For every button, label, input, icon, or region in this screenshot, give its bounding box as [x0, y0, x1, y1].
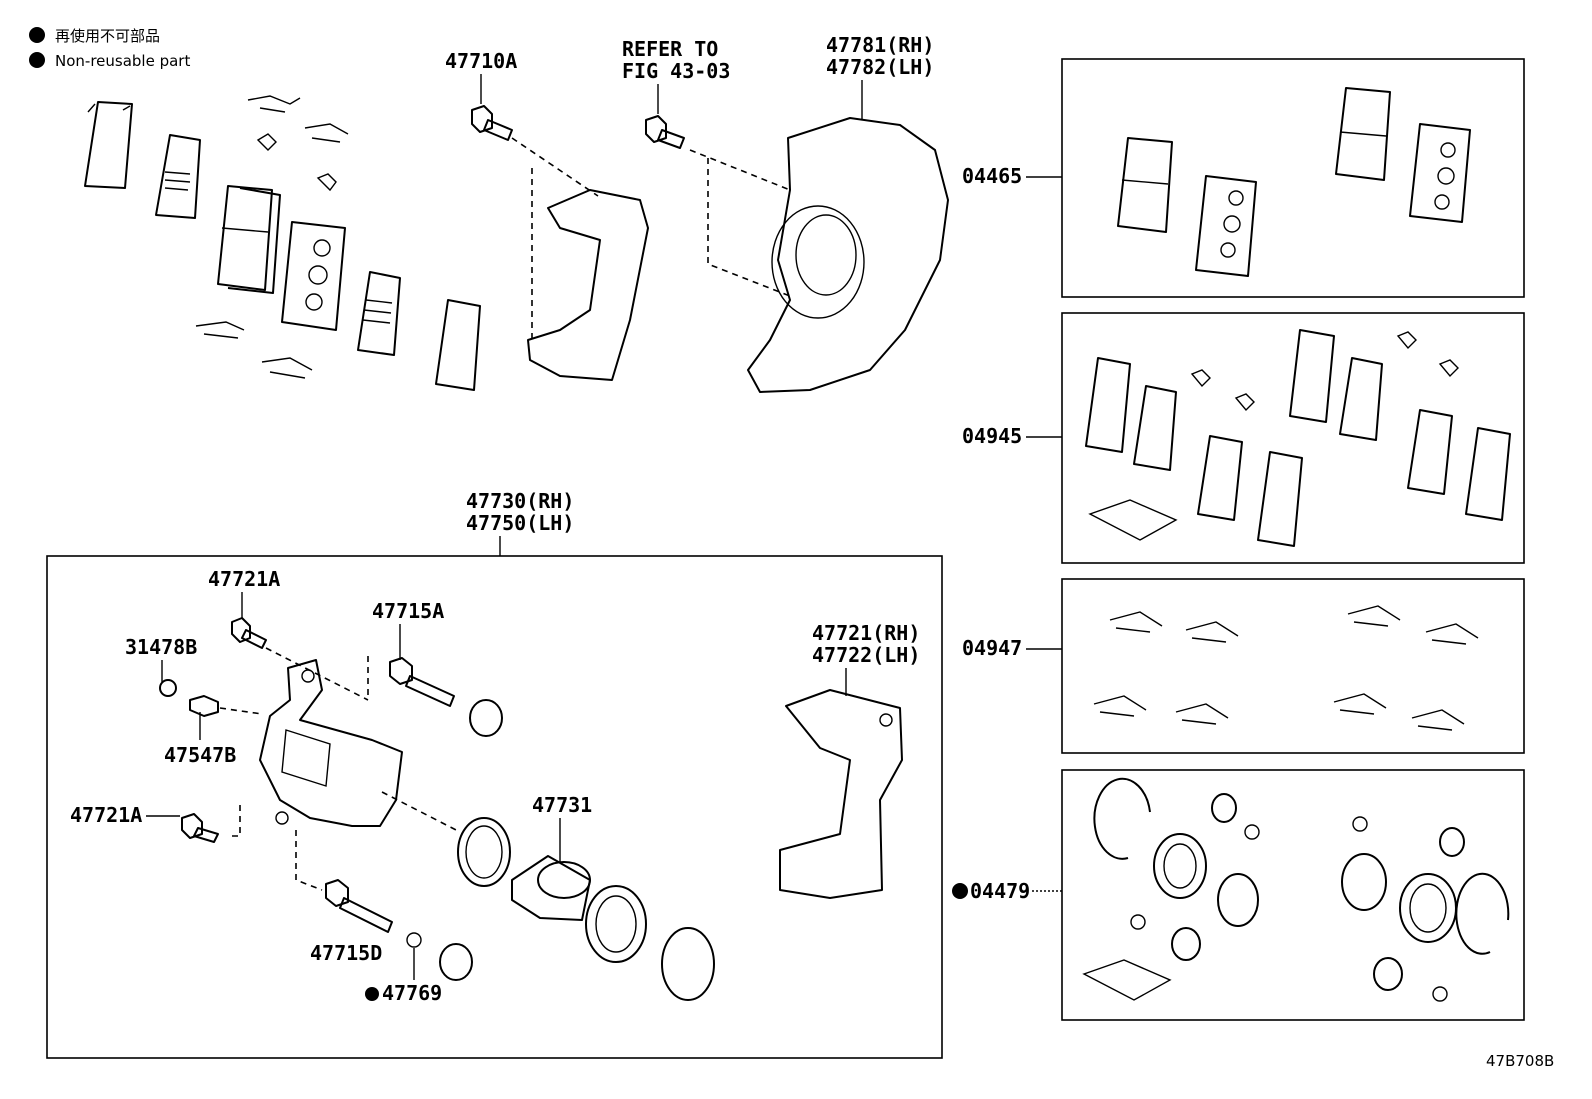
kit-04947-group: 04947 [962, 578, 1525, 754]
pad-shim-illustration [84, 95, 481, 391]
part-label-47715A: 47715A [372, 599, 444, 623]
legend-en-label: Non-reusable part [55, 52, 190, 70]
part-label-47750: 47750(LH) [466, 511, 574, 535]
kit-04479-group: 04479 [952, 769, 1525, 1021]
part-label-47721A-top: 47721A [208, 567, 280, 591]
legend-jp-label: 再使用不可部品 [55, 27, 160, 45]
kit-04947-frame [1061, 578, 1525, 754]
kit-04465-frame [1061, 58, 1525, 298]
part-label-47781: 47781(RH) [826, 33, 934, 57]
part-label-31478B: 31478B [125, 635, 197, 659]
kit-04945-frame [1061, 312, 1525, 564]
part-label-47710A: 47710A [445, 49, 517, 73]
kit-04479-frame [1061, 769, 1525, 1021]
part-label-47730: 47730(RH) [466, 489, 574, 513]
non-reusable-dot-icon [29, 27, 45, 43]
kit-label-04465: 04465 [962, 164, 1022, 188]
part-label-47769: 47769 [382, 981, 442, 1005]
part-label-47715D: 47715D [310, 941, 382, 965]
kit-label-04947: 04947 [962, 636, 1022, 660]
kit-label-04479: 04479 [970, 879, 1030, 903]
dust-cover-illustration [645, 115, 949, 393]
non-reusable-dot-icon [29, 52, 45, 68]
refer-label-line2: FIG 43-03 [622, 59, 730, 83]
legend: 再使用不可部品 Non-reusable part [29, 27, 190, 70]
mounting-bracket-illustration [471, 105, 649, 381]
caliper-illustration [159, 617, 903, 1001]
part-label-47547B: 47547B [164, 743, 236, 767]
non-reusable-dot-icon [952, 883, 968, 899]
figure-code: 47B708B [1486, 1052, 1554, 1070]
part-label-47731: 47731 [532, 793, 592, 817]
part-label-47721: 47721(RH) [812, 621, 920, 645]
kit-label-04945: 04945 [962, 424, 1022, 448]
refer-label-line1: REFER TO [622, 37, 718, 61]
part-label-47722: 47722(LH) [812, 643, 920, 667]
part-label-47721A-bottom: 47721A [70, 803, 142, 827]
non-reusable-dot-icon [365, 987, 379, 1001]
kit-04465-group: 04465 [962, 58, 1525, 298]
part-label-47782: 47782(LH) [826, 55, 934, 79]
caliper-assembly-frame [46, 555, 943, 1059]
kit-04945-group: 04945 [962, 312, 1525, 564]
